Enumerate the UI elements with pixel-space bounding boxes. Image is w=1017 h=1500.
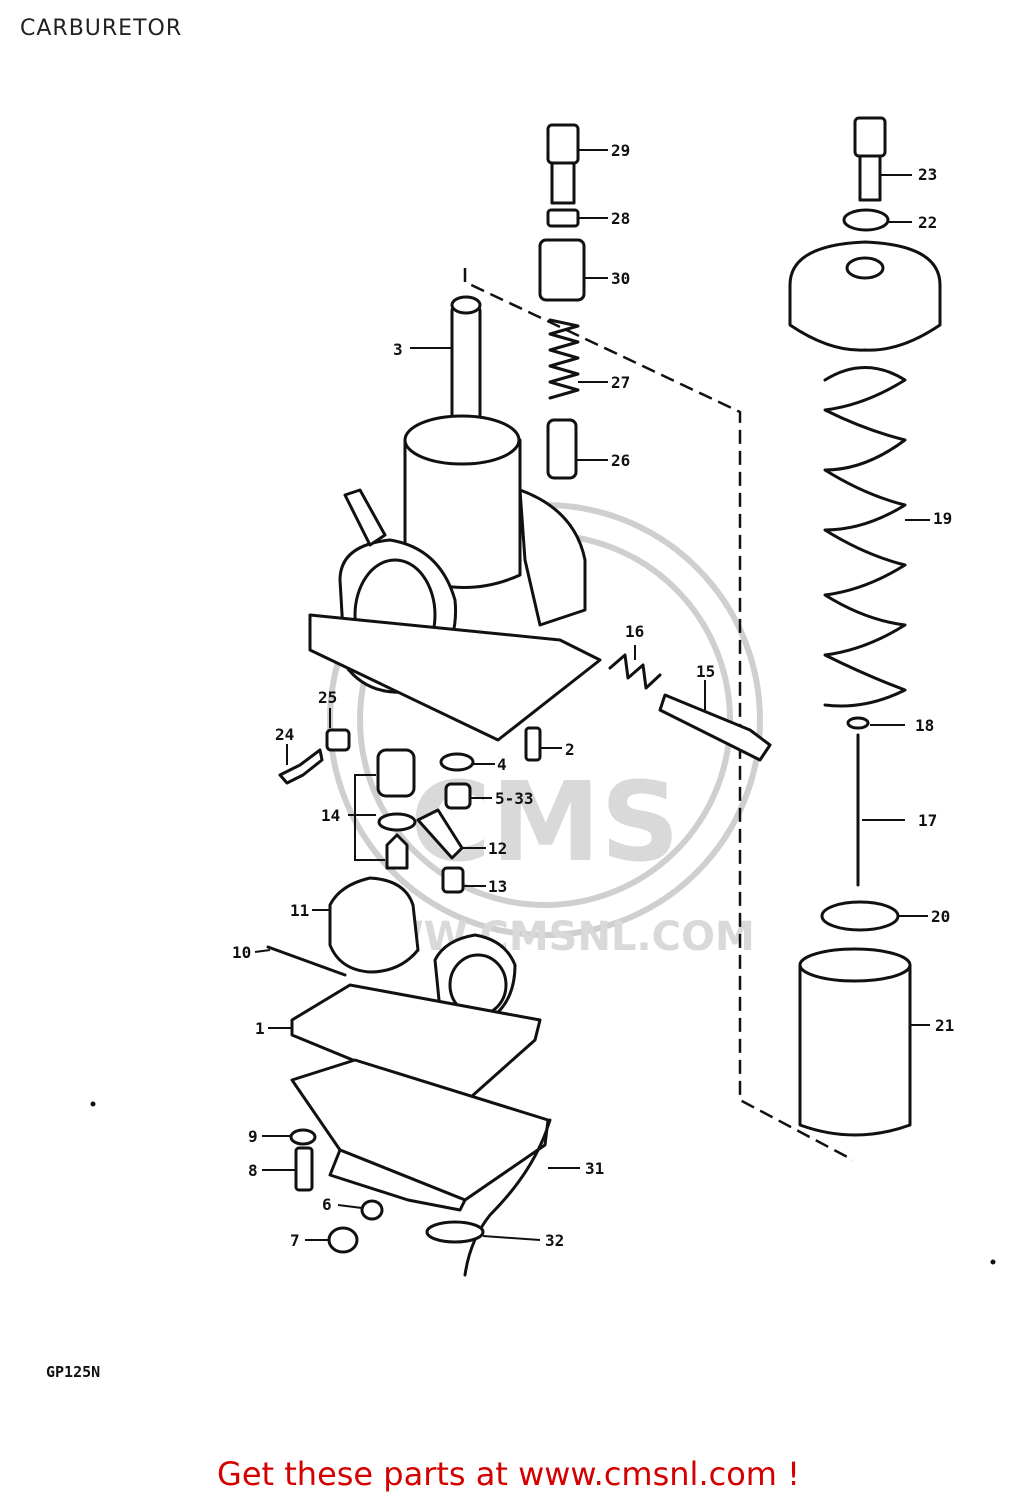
part-29-adjuster [546,123,608,205]
part-26-plunger [546,418,608,480]
part-15-screw [658,680,772,762]
part-9-washer [262,1128,317,1146]
callout-22: 22 [918,213,937,232]
callout-20: 20 [931,907,950,926]
part-1-gasket [268,983,542,1107]
callout-15: 15 [696,662,715,681]
callout-32: 32 [545,1231,564,1250]
callout-27: 27 [611,373,630,392]
callout-19: 19 [933,509,952,528]
callout-21: 21 [935,1016,954,1035]
part-30-holder [538,238,608,302]
part-27-spring [548,318,608,400]
watermark-logo-text: CMS [410,758,679,886]
callout-31: 31 [585,1159,604,1178]
part-28-nut [546,208,608,228]
page-title: CARBURETOR [20,16,183,41]
callout-23: 23 [918,165,937,184]
carburetor-body [308,295,602,742]
callout-3: 3 [393,340,403,359]
part-14-float-valve-set [348,748,417,870]
callout-6: 6 [322,1195,332,1214]
parts-link-banner[interactable]: Get these parts at www.cmsnl.com ! [217,1455,800,1493]
callout-12: 12 [488,839,507,858]
callout-9: 9 [248,1127,258,1146]
callout-25: 25 [318,688,337,707]
callout-29: 29 [611,141,630,160]
part-19-spring [823,366,930,708]
part-24-screw [278,744,324,785]
callout-5-33: 5-33 [495,789,534,808]
part-10-float-pin [254,945,347,977]
part-2-pilot-jet [524,726,562,762]
callout-18: 18 [915,716,934,735]
part-8-bolt [262,1146,314,1192]
callout-labels: 1 2 3 4 5-33 6 7 8 9 10 11 12 13 14 15 1… [232,141,954,1250]
callout-17: 17 [918,811,937,830]
part-12-plate [416,808,486,860]
part-17-needle [856,733,905,887]
part-13-screw [441,866,486,894]
part-top-cap [788,240,942,352]
part-7-drain-screw [305,1226,359,1254]
part-11-float [312,876,517,1024]
assembly-guide-lines [463,268,854,1162]
callout-26: 26 [611,451,630,470]
scan-marks [90,1101,996,1265]
callout-8: 8 [248,1161,258,1180]
part-21-throttle-slide [798,947,930,1137]
callout-13: 13 [488,877,507,896]
part-16-spring [608,645,662,690]
model-code: GP125N [46,1363,101,1381]
callout-11: 11 [290,901,309,920]
part-25-choke [325,708,351,752]
callout-14: 14 [321,806,340,825]
callout-28: 28 [611,209,630,228]
part-31-hose [463,1118,580,1277]
part-6-washer [337,1199,384,1221]
part-5-main-jet [444,782,492,810]
callout-4: 4 [497,755,507,774]
part-22-washer [842,208,912,232]
part-23-cap-bolt [853,116,912,202]
callout-2: 2 [565,740,575,759]
callout-30: 30 [611,269,630,288]
callout-10: 10 [232,943,251,962]
part-4-washer [439,752,495,772]
part-18-clip [846,716,905,730]
callout-24: 24 [275,725,294,744]
callout-7: 7 [290,1231,300,1250]
part-32-clamp [425,1220,541,1244]
callout-1: 1 [255,1019,265,1038]
float-bowl [290,1058,550,1212]
part-20-plate [820,900,928,932]
callout-16: 16 [625,622,644,641]
